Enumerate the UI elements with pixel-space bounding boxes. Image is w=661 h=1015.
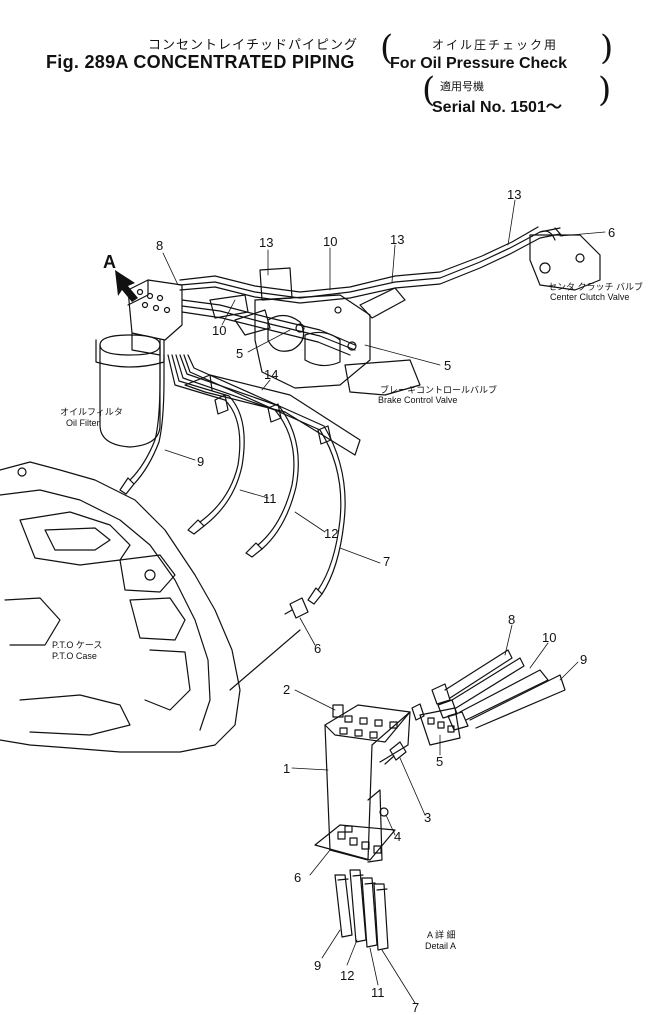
callout-7-bottom: 7 <box>412 1000 419 1015</box>
callout-8-detail: 8 <box>508 612 515 627</box>
callout-10-top: 10 <box>323 234 337 249</box>
callout-5-left: 5 <box>236 346 243 361</box>
note-open-paren: ( <box>380 28 394 68</box>
figure-title: Fig. 289A CONCENTRATED PIPING <box>46 52 355 72</box>
detail-a-upper-hoses <box>431 649 566 731</box>
serial-label-jp: 適用号機 <box>440 81 484 93</box>
center-clutch-label-jp: センタ クラッチ バルブ <box>548 281 643 292</box>
callout-3: 3 <box>424 810 431 825</box>
callout-11-bottom: 11 <box>371 985 385 1000</box>
detail-a-label: Detail A <box>425 941 456 951</box>
callout-11-upper: 11 <box>263 491 277 506</box>
callout-6-detail: 6 <box>294 870 301 885</box>
callout-8-top: 8 <box>156 238 163 253</box>
figure-title-jp: コンセントレイチッドパイピング <box>148 37 359 52</box>
brake-control-label-jp: ブレーキコントロールバルブ <box>380 384 497 395</box>
detail-a-fittings-5 <box>411 703 461 746</box>
callout-13-mid: 13 <box>390 232 404 247</box>
pto-case <box>0 461 301 753</box>
callout-9-upper: 9 <box>197 454 204 469</box>
callout-7-upper: 7 <box>383 554 390 569</box>
center-clutch-valve-body <box>529 234 601 291</box>
callout-5-detail: 5 <box>436 754 443 769</box>
serial-open-paren: ( <box>422 70 436 110</box>
detail-a-label-jp: A 詳 細 <box>427 929 456 940</box>
oil-filter-label-jp: オイルフィルタ <box>60 407 123 417</box>
pto-case-label-jp: P.T.O ケース <box>52 640 102 650</box>
detail-a-manifold <box>314 704 411 863</box>
callout-1: 1 <box>283 761 290 776</box>
callout-10-left: 10 <box>212 323 226 338</box>
callout-13-left: 13 <box>259 235 273 250</box>
oil-filter-label: Oil Filter <box>66 418 100 428</box>
manifold-block <box>127 279 183 356</box>
callout-13-right: 13 <box>507 187 521 202</box>
callout-2: 2 <box>283 682 290 697</box>
serial-number: Serial No. 1501～ <box>432 99 562 116</box>
brake-control-valve-body <box>234 294 421 396</box>
callout-6-right: 6 <box>608 225 615 240</box>
callout-14: 14 <box>264 367 278 382</box>
callout-12-bottom: 12 <box>340 968 354 983</box>
callout-9-detail: 9 <box>580 652 587 667</box>
leader-lines <box>162 199 606 1004</box>
callout-9-bottom: 9 <box>314 958 321 973</box>
callout-12-upper: 12 <box>324 526 338 541</box>
callout-4: 4 <box>394 829 401 844</box>
oil-filter <box>95 334 165 448</box>
detail-a-lower-hoses <box>334 869 389 951</box>
callout-5-right: 5 <box>444 358 451 373</box>
pto-case-label: P.T.O Case <box>52 651 97 661</box>
center-clutch-label: Center Clutch Valve <box>550 292 629 302</box>
test-hoses <box>119 354 346 605</box>
brake-control-label: Brake Control Valve <box>378 395 457 405</box>
manifold-to-brake-pipes <box>181 299 356 356</box>
view-a-label: A <box>103 252 116 272</box>
upper-pipe-run <box>179 226 563 319</box>
callout-6-mid: 6 <box>314 641 321 656</box>
pipe-bracket <box>184 374 361 456</box>
serial-close-paren: ) <box>598 70 612 110</box>
usage-note-jp: オイル圧チェック用 <box>432 38 559 52</box>
fitting-6-pto <box>284 597 309 619</box>
view-a-arrow: A <box>103 252 138 302</box>
note-close-paren: ) <box>600 28 614 68</box>
usage-note: For Oil Pressure Check <box>390 55 567 72</box>
callout-10-detail: 10 <box>542 630 556 645</box>
